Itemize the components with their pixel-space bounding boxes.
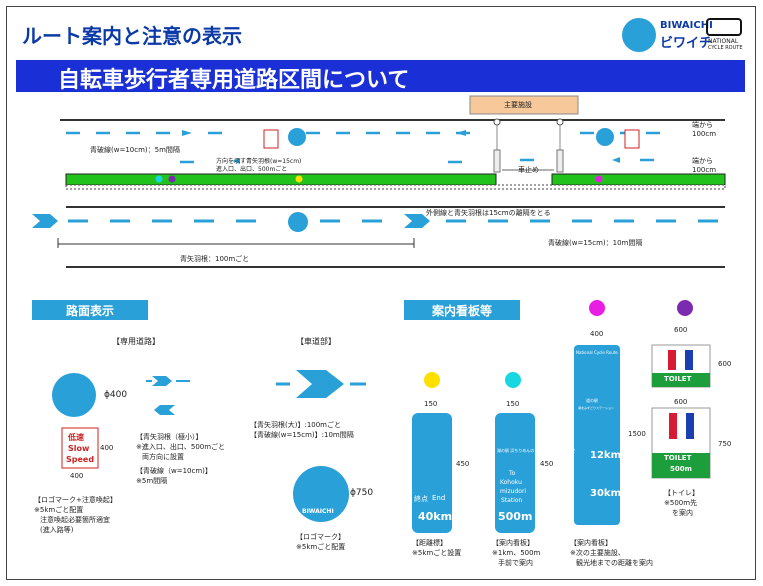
logo-mark-2: ※5kmごと配置 (296, 543, 346, 551)
toilet-w1: 600 (674, 326, 688, 334)
guide-note-1: 【案内看板】 (492, 539, 534, 547)
dist-note-1: 【距離標】 (412, 539, 447, 547)
logo-note-4: (進入路等) (40, 526, 74, 534)
arrow-note-1: 方向を示す青矢羽根(w=15cm) (216, 158, 302, 165)
dash-10-2: ※5m間隔 (136, 477, 168, 485)
facility-label: 主要施設 (504, 101, 532, 109)
small-arrow-1: 【青矢羽根（極小）】 (136, 433, 203, 441)
logo-note-3: 注意喚起必要箇所適宜 (40, 516, 110, 524)
road-heading: 路面表示 (32, 300, 148, 320)
subtitle-bar (16, 60, 745, 92)
dim-400-side: 400 (100, 444, 114, 452)
guide-note-3: 手前で案内 (498, 559, 533, 567)
edge-distance-2: 端から (692, 157, 713, 165)
edge-distance-1: 端から (692, 121, 713, 129)
dist-km: 40km (418, 510, 453, 523)
big-note-2: ※次の主要施設、 (570, 549, 625, 557)
dim-400-bottom: 400 (70, 472, 84, 480)
gap-note: 外側線と青矢羽根は15cmの離隔をとる (426, 209, 551, 217)
big-note-3: 観光地までの距離を案内 (576, 559, 653, 567)
dash-10-1: 【青破線（w=10cm)】 (136, 467, 212, 475)
caution-jp: 低速 (68, 433, 84, 442)
facility-box (469, 95, 579, 115)
guide-note-2: ※1km、500m (492, 549, 541, 557)
logo-note-2: ※5kmごと配置 (34, 506, 84, 514)
guide-en3: Station (501, 497, 523, 504)
biwaichi-ring-text: BIWAICHI (302, 508, 334, 515)
caution-en1: Slow (68, 444, 90, 453)
guide-h: 450 (540, 460, 554, 468)
blue-line-5m: 青破線(w=10cm)：5m間隔 (90, 146, 180, 154)
toilet-note-3: を案内 (672, 509, 693, 517)
small-arrow-3: 両方向に設置 (142, 453, 184, 461)
logo-mark-1: 【ロゴマーク】 (296, 533, 345, 541)
big-title: National Cycle Route (576, 350, 618, 355)
national-line1: NATIONAL (708, 38, 739, 45)
diameter-small: ϕ400 (104, 390, 128, 400)
brand-en: BIWAICHI (660, 20, 713, 31)
big-w: 400 (590, 330, 604, 338)
guide-en2: mizudori (500, 488, 527, 495)
big-dest1: 道の駅 (586, 398, 598, 403)
arrow-note-2: 進入口、出口、500mごと (216, 166, 288, 173)
large-arrow-2: 【青破線(w=15cm)】:10m間隔 (250, 431, 354, 439)
big-dest1b: 湖北みずどりステーション (578, 406, 614, 410)
toilet-label2: TOILET (664, 454, 692, 462)
edge-distance-1b: 100cm (692, 130, 717, 138)
sign-heading: 案内看板等 (404, 300, 520, 320)
toilet-note-1: 【トイレ】 (664, 489, 699, 497)
big-h: 1500 (628, 430, 646, 438)
dist-end-en: End (432, 494, 446, 502)
national-line2: CYCLE ROUTE (708, 45, 743, 51)
small-arrow-2: ※進入口、出口、500mごと (136, 443, 226, 451)
guide-jp: 湖の駅 浜ちりめんのさと ステーションまで (497, 448, 576, 453)
big-km1: 12km (590, 450, 621, 461)
guide-en1: Kohoku (500, 479, 522, 486)
page-title: ルート案内と注意の表示 (22, 24, 242, 48)
page-subtitle: 自転車歩行者専用道路区間について (58, 68, 410, 93)
sub-dedicated: 【専用道路】 (112, 337, 160, 346)
dist-note-2: ※5kmごと設置 (412, 549, 462, 557)
big-km2: 30km (590, 488, 621, 499)
green-strip-right (551, 173, 726, 186)
green-strip-left (65, 173, 497, 186)
blue-line-10m: 青破線(w=15cm)：10m間隔 (548, 239, 643, 247)
brand-jp: ビワイチ (660, 36, 713, 51)
guide-to: To (509, 470, 516, 477)
edge-distance-2b: 100cm (692, 166, 717, 174)
logo-note-1: 【ロゴマーク+注意喚起】 (34, 496, 117, 504)
diameter-large: ϕ750 (350, 488, 374, 498)
guide-w: 150 (506, 400, 520, 408)
sub-roadway: 【車道部】 (296, 337, 336, 346)
dist-h: 450 (456, 460, 470, 468)
lane-dashes-top (66, 131, 660, 164)
big-note-1: 【案内看板】 (570, 539, 612, 547)
dist-w: 150 (424, 400, 438, 408)
stop-label: 車止め (518, 166, 539, 174)
arrow-100m: 青矢羽根：100mごと (180, 255, 250, 263)
toilet-note-2: ※500m先 (664, 499, 698, 507)
toilet-h2: 750 (718, 440, 732, 448)
national-cycle-route-logo (706, 18, 742, 36)
caution-en2: Speed (66, 455, 95, 464)
biwaichi-logo (622, 18, 656, 52)
toilet-dist: 500m (670, 465, 692, 473)
large-arrow-1: 【青矢羽根(大)】:100mごと (250, 421, 341, 429)
guide-dist: 500m (498, 510, 533, 523)
dist-end-jp: 終点 (414, 495, 428, 503)
toilet-w2: 600 (674, 398, 688, 406)
toilet-label1: TOILET (664, 375, 692, 383)
toilet-h1: 600 (718, 360, 732, 368)
slide-frame (6, 6, 756, 580)
